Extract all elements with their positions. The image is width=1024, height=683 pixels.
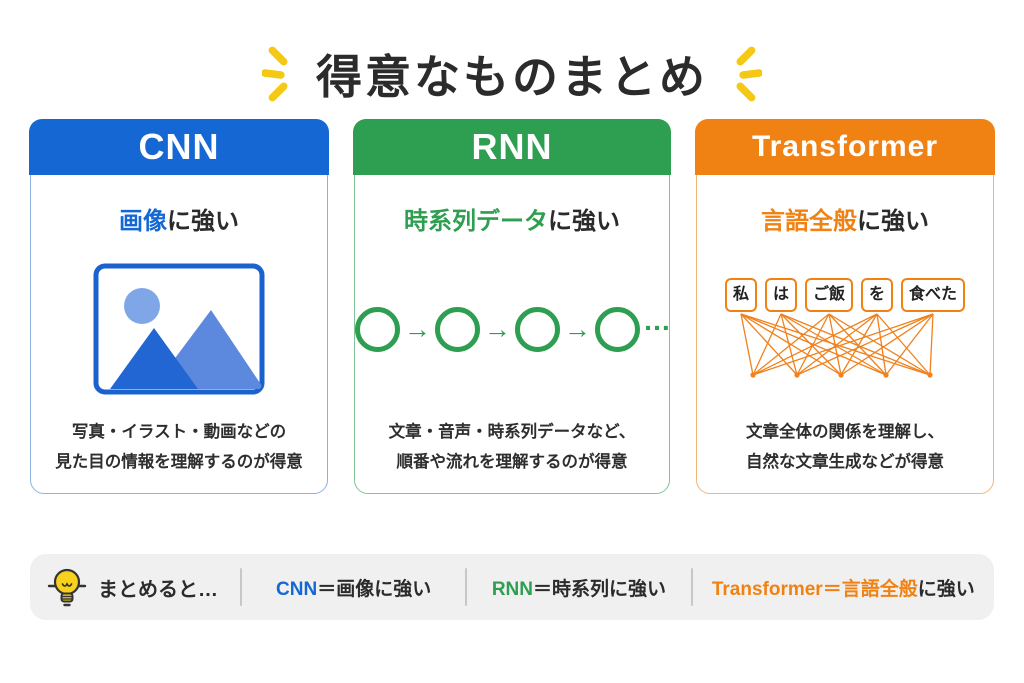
transformer-subtitle: 言語全般に強い: [697, 201, 993, 236]
summary-transformer-rest: に強い: [917, 578, 975, 600]
cards-row: CNN 画像に強い 写真・イラスト・動画などの 見た目の情報を理解するのが得意: [0, 119, 1024, 494]
page-title: 得意なものまとめ: [316, 51, 708, 103]
transformer-subtitle-rest: に強い: [857, 208, 929, 236]
cnn-card: CNN 画像に強い 写真・イラスト・動画などの 見た目の情報を理解するのが得意: [29, 119, 329, 494]
rnn-subtitle-rest: に強い: [548, 208, 620, 236]
summary-rnn-name: RNN: [491, 578, 533, 600]
word-box: 食べた: [901, 278, 966, 312]
transformer-subtitle-accent: 言語全般: [761, 208, 857, 236]
summary-divider: [240, 568, 242, 606]
image-icon: [93, 263, 265, 395]
circle-node: [515, 306, 560, 352]
infographic: 得意なものまとめ CNN 画像に強い: [0, 0, 1024, 620]
transformer-desc-line1: 文章全体の関係を理解し、: [746, 423, 944, 442]
rnn-sequence-diagram: → → → …: [355, 305, 671, 352]
rnn-desc-line2: 順番や流れを理解するのが得意: [396, 453, 628, 472]
rnn-card-header: RNN: [353, 119, 671, 176]
word-box: は: [764, 278, 797, 312]
summary-intro-label: まとめると…: [98, 578, 218, 601]
summary-divider: [690, 568, 693, 606]
transformer-desc-line2: 自然な文章生成などが得意: [746, 453, 944, 472]
title-row: 得意なものまとめ: [0, 0, 1024, 112]
cnn-subtitle-rest: に強い: [167, 208, 239, 236]
cnn-card-header: CNN: [29, 119, 329, 176]
summary-cnn-name: CNN: [276, 578, 318, 600]
word-boxes-row: 私 は ご飯 を 食べた: [724, 278, 966, 312]
summary-item-rnn: RNN＝時系列に強い: [467, 574, 690, 601]
word-box: ご飯: [804, 278, 853, 312]
summary-item-cnn: CNN＝画像に強い: [242, 574, 465, 601]
transformer-description: 文章全体の関係を理解し、 自然な文章生成などが得意: [697, 418, 993, 477]
arrow-icon: →: [404, 313, 431, 344]
summary-intro: まとめると…: [30, 565, 240, 609]
transformer-card-header: Transformer: [695, 119, 995, 176]
ellipsis-icon: …: [643, 305, 671, 337]
cnn-subtitle-accent: 画像: [119, 208, 167, 236]
circle-node: [595, 306, 640, 352]
word-box: 私: [724, 278, 757, 312]
rnn-card: RNN 時系列データに強い → → → … 文章・音声・時系列データなど、 順: [353, 119, 671, 494]
rnn-art: → → → …: [355, 250, 671, 408]
transformer-card: Transformer 言語全般に強い 私 は ご飯 を 食べた: [695, 119, 995, 494]
summary-cnn-rest: ＝画像に強い: [317, 578, 432, 600]
attention-lines-diagram: [740, 312, 934, 378]
rnn-desc-line1: 文章・音声・時系列データなど、: [388, 423, 636, 442]
summary-rnn-rest: ＝時系列に強い: [533, 578, 667, 600]
transformer-art: 私 は ご飯 を 食べた: [697, 250, 993, 408]
summary-transformer-accent: ＝言語全般: [822, 578, 918, 600]
summary-item-transformer: Transformer＝言語全般に強い: [693, 574, 994, 601]
cnn-description: 写真・イラスト・動画などの 見た目の情報を理解するのが得意: [31, 418, 327, 477]
lightbulb-icon: [47, 568, 87, 607]
circle-node: [355, 306, 400, 352]
cnn-desc-line2: 見た目の情報を理解するのが得意: [55, 453, 303, 472]
rnn-description: 文章・音声・時系列データなど、 順番や流れを理解するのが得意: [355, 418, 669, 477]
title-sparkle-left-icon: [262, 46, 288, 102]
title-sparkle-right-icon: [736, 46, 762, 102]
arrow-icon: →: [484, 313, 511, 344]
summary-divider: [465, 568, 468, 606]
cnn-art: [31, 250, 327, 408]
cnn-subtitle: 画像に強い: [31, 201, 327, 236]
rnn-subtitle: 時系列データに強い: [355, 201, 669, 236]
cnn-desc-line1: 写真・イラスト・動画などの: [71, 423, 287, 442]
circle-node: [435, 306, 480, 352]
word-box: を: [861, 278, 894, 312]
attention-diagram: 私 は ご飯 を 食べた: [705, 278, 985, 380]
arrow-icon: →: [564, 313, 591, 344]
rnn-subtitle-accent: 時系列データ: [404, 208, 548, 236]
summary-bar: まとめると… CNN＝画像に強い RNN＝時系列に強い Transformer＝…: [30, 554, 994, 620]
summary-transformer-name: Transformer: [711, 578, 823, 600]
